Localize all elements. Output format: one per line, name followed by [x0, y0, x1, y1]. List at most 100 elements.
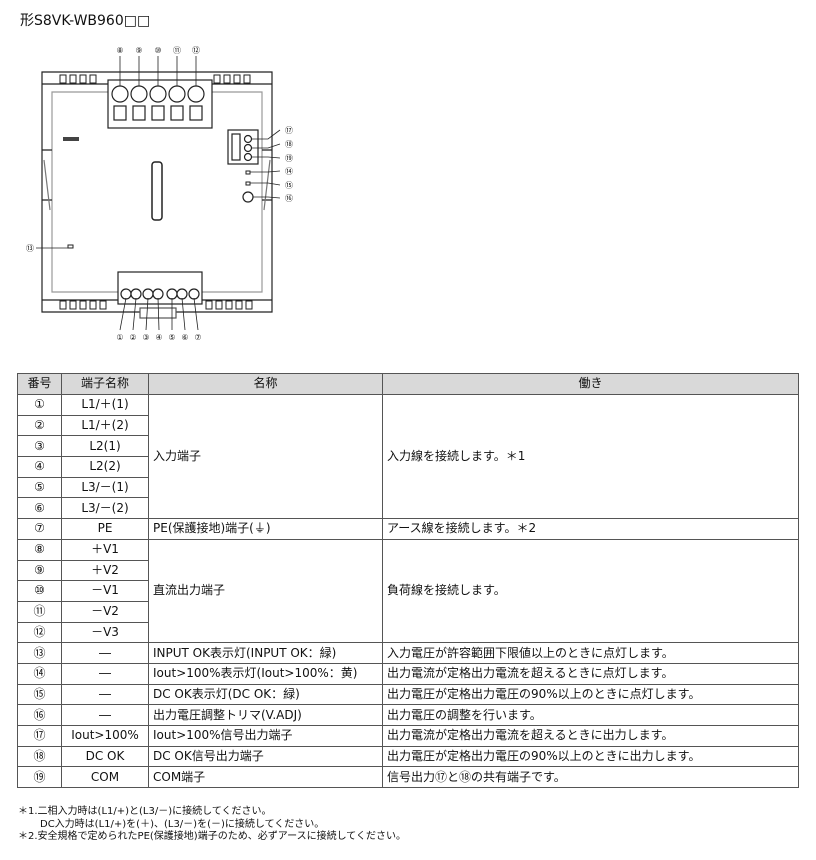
row-terminal: L2(1) [61, 435, 149, 458]
row-terminal: ＋V2 [61, 559, 149, 582]
row-number: ⑬ [17, 642, 62, 664]
row-number: ⑭ [17, 662, 62, 685]
row-function: 出力電圧の調整を行います。 [382, 704, 799, 726]
row-function: 出力電流が定格出力電流を超えるときに出力します。 [382, 725, 799, 747]
row-terminal: COM [61, 766, 149, 789]
row-name: 直流出力端子 [148, 538, 383, 644]
row-function: 出力電圧が定格出力電圧の90%以上のときに出力します。 [382, 745, 799, 768]
center-slot [151, 161, 163, 221]
iout-indicator [245, 170, 251, 175]
callout-1: ① [116, 333, 123, 342]
table-row: ⑧ ＋V1 直流出力端子 負荷線を接続します。 [17, 538, 799, 644]
callout-19: ⑲ [285, 154, 293, 163]
top-vents [59, 74, 251, 84]
row-terminal: L1/＋(1) [61, 394, 149, 416]
input-ok-indicator [67, 244, 74, 249]
callout-3: ③ [142, 333, 149, 342]
callout-17: ⑰ [285, 126, 293, 135]
footnote-2: ＊2.安全規格で定められたPE(保護接地)端子のため、必ずアースに接続してくださ… [18, 831, 406, 842]
row-terminal: ＋V1 [61, 538, 149, 561]
row-terminal: －V2 [61, 600, 149, 623]
row-terminal: ― [61, 642, 149, 664]
callout-7: ⑦ [194, 333, 201, 342]
row-function: 出力電流が定格出力電流を超えるときに点灯します。 [382, 662, 799, 685]
row-number: ⑰ [17, 725, 62, 747]
callout-labels: ① ② ③ ④ ⑤ ⑥ ⑦ ⑧ ⑨ ⑩ ⑪ ⑫ ⑬ ⑰ ⑱ ⑲ ⑭ ⑮ ⑯ [26, 46, 293, 342]
callout-15: ⑮ [285, 181, 293, 190]
model-title: 形S8VK-WB960□□ [20, 13, 151, 29]
row-name: 入力端子 [148, 393, 383, 520]
row-name: PE(保護接地)端子(⏚) [148, 518, 383, 540]
row-terminal: L3/－(1) [61, 476, 149, 499]
table-row: ⑯ ― 出力電圧調整トリマ(V.ADJ) 出力電圧の調整を行います。 [17, 704, 799, 726]
row-terminal: ― [61, 662, 149, 685]
terminal-spec-table: 番号 端子名称 名称 働き ① L1/＋(1) 入力端子 入力線を接続します。＊… [17, 373, 799, 789]
dcok-indicator [245, 181, 251, 186]
row-number: ④ [17, 456, 62, 478]
table-row: ⑱ DC OK DC OK信号出力端子 出力電圧が定格出力電圧の90%以上のとき… [17, 745, 799, 768]
row-number: ⑧ [17, 538, 62, 561]
vadj-trimmer [242, 191, 254, 203]
callout-12: ⑫ [192, 46, 200, 55]
row-number: ⑱ [17, 745, 62, 768]
row-terminal: L1/＋(2) [61, 414, 149, 437]
row-number: ② [17, 414, 62, 437]
row-number: ⑫ [17, 621, 62, 644]
header-number: 番号 [17, 373, 62, 395]
callout-10: ⑩ [154, 46, 161, 55]
callout-2: ② [129, 333, 136, 342]
row-terminal: L2(2) [61, 456, 149, 478]
logo-mark [63, 137, 79, 141]
footnote-1-continued: DC入力時は(L1/+)を(＋)、(L3/－)を(－)に接続してください。 [40, 818, 325, 830]
row-name: INPUT OK表示灯(INPUT OK：緑) [148, 642, 383, 664]
row-number: ⑤ [17, 476, 62, 499]
power-supply-front-diagram: ① ② ③ ④ ⑤ ⑥ ⑦ ⑧ ⑨ ⑩ ⑪ ⑫ ⑬ ⑰ ⑱ ⑲ ⑭ ⑮ ⑯ [26, 46, 293, 342]
row-number: ⑮ [17, 683, 62, 706]
table-row: ⑨＋V2 [17, 559, 799, 582]
row-function: 信号出力⑰と⑱の共有端子です。 [382, 766, 799, 789]
input-terminal-block [117, 271, 203, 319]
footnotes: ＊1.二相入力時は(L1/+)と(L3/－)に接続してください。 DC入力時は(… [18, 806, 406, 844]
table-row: ⑲ COM COM端子 信号出力⑰と⑱の共有端子です。 [17, 766, 799, 789]
bottom-vents [59, 300, 253, 310]
row-name: COM端子 [148, 766, 383, 789]
signal-terminal-block [227, 129, 259, 165]
table-row: ⑦ PE PE(保護接地)端子(⏚) アース線を接続します。＊2 [17, 518, 799, 540]
footnote-1: ＊1.二相入力時は(L1/+)と(L3/－)に接続してください。 [18, 806, 272, 817]
row-number: ⑯ [17, 704, 62, 726]
table-header-row: 番号 端子名称 名称 働き [17, 373, 799, 395]
row-number: ⑨ [17, 559, 62, 582]
row-terminal: －V1 [61, 580, 149, 602]
row-function: 入力電圧が許容範囲下限値以上のときに点灯します。 [382, 642, 799, 664]
row-terminal: ― [61, 683, 149, 706]
row-name: 出力電圧調整トリマ(V.ADJ) [148, 704, 383, 726]
row-terminal: L3/－(2) [61, 497, 149, 520]
row-function: 入力線を接続します。＊1 [382, 393, 799, 520]
row-name: Iout>100%信号出力端子 [148, 725, 383, 747]
table-row: ⑰ Iout>100% Iout>100%信号出力端子 出力電流が定格出力電流を… [17, 725, 799, 747]
callout-4: ④ [155, 333, 162, 342]
row-terminal: ― [61, 704, 149, 726]
callout-18: ⑱ [285, 140, 293, 149]
row-number: ① [17, 394, 62, 416]
callout-16: ⑯ [285, 194, 293, 203]
callout-5: ⑤ [168, 333, 175, 342]
callout-13: ⑬ [26, 244, 34, 253]
header-name: 名称 [148, 373, 383, 395]
row-number: ⑥ [17, 497, 62, 520]
row-number: ③ [17, 435, 62, 458]
row-number: ⑦ [17, 518, 62, 540]
header-terminal-name: 端子名称 [61, 373, 149, 395]
row-terminal: Iout>100% [61, 725, 149, 747]
callout-9: ⑨ [135, 46, 142, 55]
table-row: ⑭ ― Iout>100%表示灯(Iout>100%：黄) 出力電流が定格出力電… [17, 662, 799, 685]
row-number: ⑲ [17, 766, 62, 789]
table-row: ⑬ ― INPUT OK表示灯(INPUT OK：緑) 入力電圧が許容範囲下限値… [17, 642, 799, 664]
table-row: ⑮ ― DC OK表示灯(DC OK：緑) 出力電圧が定格出力電圧の90%以上の… [17, 683, 799, 706]
row-name: Iout>100%表示灯(Iout>100%：黄) [148, 662, 383, 685]
callout-11: ⑪ [173, 46, 181, 55]
header-function: 働き [382, 373, 799, 395]
